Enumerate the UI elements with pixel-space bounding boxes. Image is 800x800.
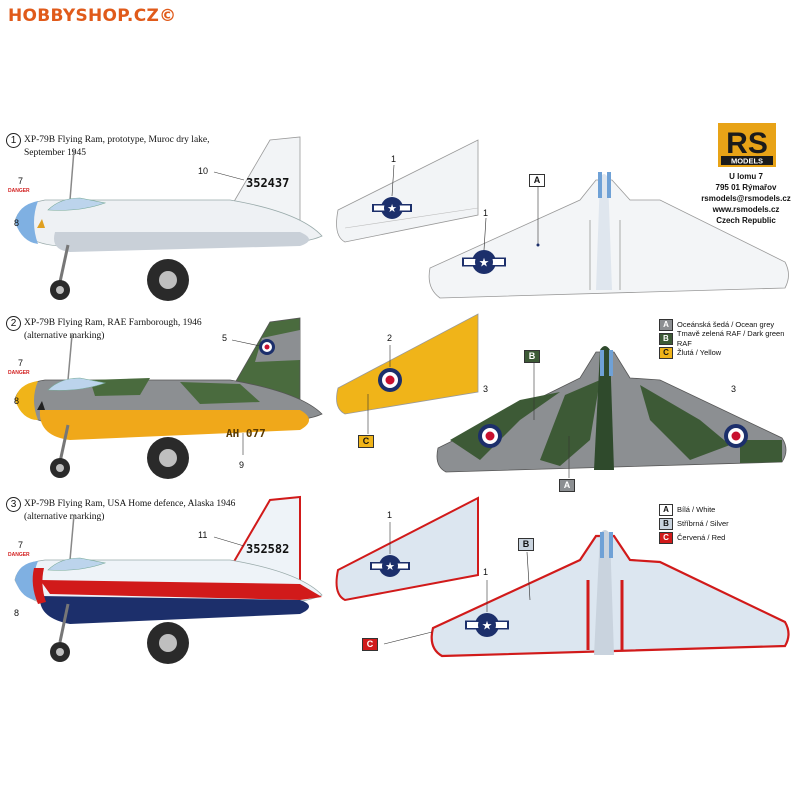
address-line: U lomu 7 <box>729 172 763 181</box>
address-line: www.rsmodels.cz <box>712 205 780 214</box>
tail-serial: 352582 <box>246 542 290 556</box>
callout-8: 8 <box>14 218 20 228</box>
rs-models-logo: RS MODELS <box>718 123 776 167</box>
callout-1b: 1 <box>483 208 489 218</box>
legend-swatch: A <box>659 504 673 516</box>
callout-8: 8 <box>14 396 20 406</box>
address-line: Czech Republic <box>716 216 776 225</box>
legend-swatch: C <box>659 347 673 359</box>
watermark: HOBBYSHOP.CZ© <box>8 6 177 26</box>
color-box-b: B <box>518 538 534 551</box>
color-box-a: A <box>559 479 575 492</box>
callout-1b: 1 <box>483 567 489 577</box>
legend-label: Oceánská šedá / Ocean grey <box>677 320 775 329</box>
legend-label: Stříbrná / Silver <box>677 519 729 528</box>
callout-1: 1 <box>391 154 397 164</box>
legend-swatch: B <box>659 518 673 530</box>
svg-text:RS: RS <box>726 127 768 160</box>
color-box-b: B <box>524 350 540 363</box>
callout-8: 8 <box>14 608 20 618</box>
callout-1: 1 <box>387 510 393 520</box>
address-line: rsmodels@rsmodels.cz <box>701 194 791 203</box>
callout-7: 7 <box>18 176 24 186</box>
danger-label: DANGER <box>8 188 30 194</box>
legend-swatch: A <box>659 319 673 331</box>
color-box-a: A <box>529 174 545 187</box>
svg-text:MODELS: MODELS <box>731 157 763 166</box>
callout-2: 2 <box>387 333 393 343</box>
color-legend-3: A Bílá / White B Stříbrná / Silver C Červen… <box>659 503 729 545</box>
legend-label: Žlutá / Yellow <box>677 348 722 357</box>
callout-9: 9 <box>239 460 245 470</box>
legend-label: Bílá / White <box>677 505 716 514</box>
color-box-c: C <box>362 638 378 651</box>
callout-3: 3 <box>483 384 489 394</box>
legend-swatch: B <box>659 333 673 345</box>
callout-7: 7 <box>18 358 24 368</box>
fuselage-code: AH 077 <box>226 427 266 440</box>
callout-7: 7 <box>18 540 24 550</box>
callout-5: 5 <box>222 333 228 343</box>
company-address: U lomu 7 795 01 Rýmařov rsmodels@rsmodel… <box>695 171 797 226</box>
callout-10: 10 <box>198 166 209 176</box>
legend-label: Tmavě zelená RAF / Dark green RAF <box>676 329 785 348</box>
callout-3b: 3 <box>731 384 737 394</box>
tail-serial: 352437 <box>246 176 290 190</box>
svg-text:★: ★ <box>387 202 397 215</box>
legend-label: Červená / Red <box>677 533 726 542</box>
legend-swatch: C <box>659 532 673 544</box>
svg-text:★: ★ <box>479 256 490 270</box>
svg-text:★: ★ <box>482 619 493 633</box>
svg-text:★: ★ <box>385 560 395 573</box>
danger-label: DANGER <box>8 370 30 376</box>
address-line: 795 01 Rýmařov <box>715 183 777 192</box>
callout-11: 11 <box>198 530 208 540</box>
color-box-c: C <box>358 435 374 448</box>
danger-label: DANGER <box>8 552 30 558</box>
